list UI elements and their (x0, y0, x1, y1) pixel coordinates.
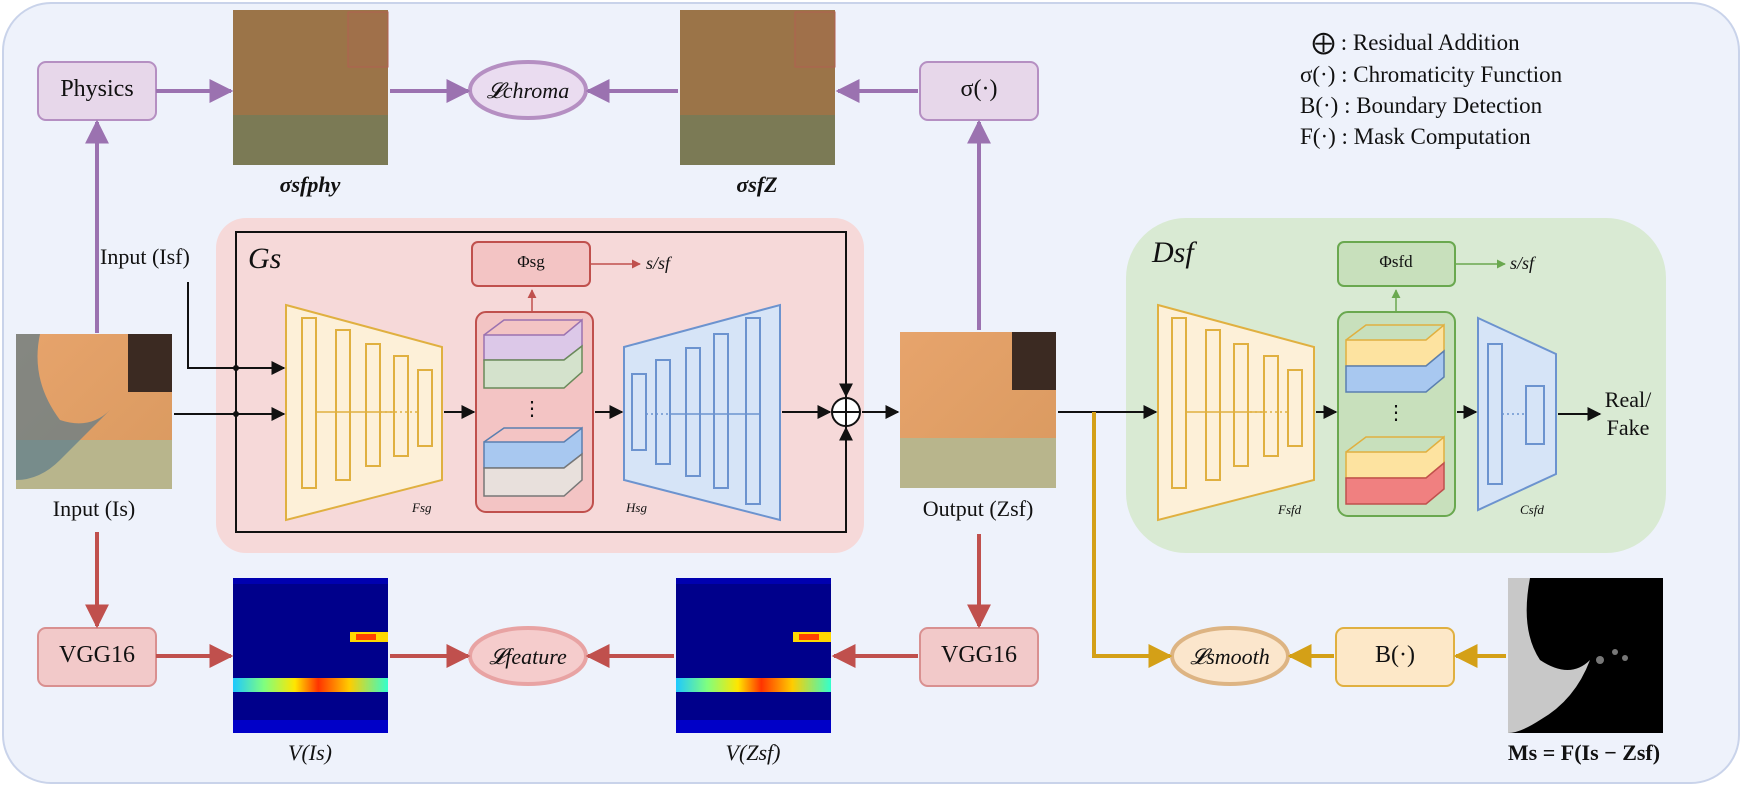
generator-phi-label: Φsg (517, 252, 545, 271)
bottleneck-stack (483, 318, 583, 497)
boundary-label: B(·) (1375, 642, 1415, 668)
legend-residual: ⨁ : Residual Addition (1312, 30, 1520, 55)
discriminator-phi-label: Φsfd (1379, 252, 1413, 271)
discriminator-output-label: Real/ Fake (1604, 387, 1652, 440)
v-input-heatmap (233, 578, 388, 733)
generator-phi-out: s/sf (646, 253, 671, 273)
discriminator-phi-out: s/sf (1510, 253, 1535, 273)
arrow-output-to-smooth (1092, 412, 1173, 668)
discriminator-stack (1345, 323, 1445, 505)
v-input-caption: V(Is) (288, 740, 332, 765)
loss-chroma-label: 𝓛chroma (486, 78, 570, 103)
input-image (16, 334, 172, 489)
input-sf-label: Input (Isf) (100, 244, 190, 269)
output-image (900, 332, 1056, 488)
generator-encoder-label: Fsg (412, 500, 432, 515)
v-output-caption: V(Zsf) (725, 740, 781, 765)
loss-feature-label: 𝓛feature (489, 644, 567, 669)
legend-boundary: B(·) : Boundary Detection (1300, 93, 1543, 118)
mask-caption: Ms = F(Is − Zsf) (1507, 740, 1661, 765)
vgg-right-label: VGG16 (941, 642, 1017, 668)
input-caption: Input (Is) (52, 496, 136, 521)
physics-label: Physics (60, 76, 134, 102)
legend-chromaticity: σ(·) : Chromaticity Function (1300, 62, 1563, 87)
loss-smooth-label: 𝓛smooth (1190, 644, 1270, 669)
arrow-input-sf-to-encoder (187, 282, 286, 375)
generator-decoder-label: Hsg (626, 500, 647, 515)
discriminator-encoder-label: Fsfd (1278, 502, 1302, 517)
sigma-phy-image (233, 10, 389, 165)
generator-dots: ⋮ (522, 398, 542, 420)
sigma-phy-label: σsfphy (279, 172, 341, 197)
mask-image (1508, 578, 1663, 733)
discriminator-classifier-label: Csfd (1520, 502, 1544, 517)
discriminator-dots: ⋮ (1386, 402, 1406, 424)
generator-title: Gs (248, 242, 282, 275)
discriminator-title: Dsf (1152, 236, 1194, 269)
sigma-z-label: σsfZ (736, 172, 778, 197)
sigma-z-image (680, 10, 836, 165)
legend-mask: F(·) : Mask Computation (1300, 124, 1531, 149)
sigma-label: σ(·) (960, 76, 998, 102)
generator-decoder (623, 303, 781, 522)
vgg-left-label: VGG16 (59, 642, 135, 668)
v-output-heatmap (676, 578, 831, 733)
output-caption: Output (Zsf) (922, 496, 1034, 521)
